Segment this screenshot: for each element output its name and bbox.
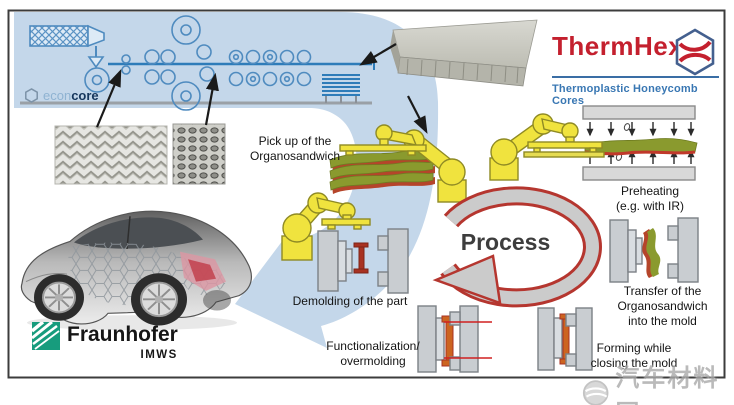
production-line-illustration [20,15,375,111]
label-line: Organosandwich [249,149,341,163]
watermark-globe-icon [582,380,609,405]
label-preheating: Preheating (e.g. with IR) [595,184,705,214]
fraunhofer-logo: Fraunhofer IMWS [32,322,178,361]
fraunhofer-text: Fraunhofer IMWS [67,322,178,361]
core-texture-zigzag-image [54,125,168,185]
mold-forming [537,307,593,371]
panel-stack [322,74,360,103]
thermhex-hexagon-icon [675,28,715,76]
label-pick-up: Pick up of the Organosandwich [225,134,365,164]
thermhex-tagline: Thermoplastic Honeycomb Cores [552,83,698,107]
robot-arm-pickup [339,124,467,203]
process-title: Process [460,229,551,255]
mold-functionalization [417,305,492,373]
label-line: (e.g. with IR) [615,199,684,213]
label-line: Pick up of the [258,134,332,148]
fraunhofer-name: Fraunhofer [67,323,178,346]
mold-demolding [317,228,409,294]
thermhex-wordmark: ThermHex [552,31,684,61]
fraunhofer-logo-icon [32,322,60,350]
label-transfer: Transfer of the Organosandwich into the … [600,284,725,329]
label-line: into the mold [628,314,697,328]
label-functionalization: Functionalization/ overmolding [313,339,433,369]
robot-arm-transfer [489,113,605,181]
label-line: Transfer of the [623,284,702,298]
label-line: Forming while [596,341,672,355]
label-line: Functionalization/ [326,339,420,353]
econcore-logo: econcore [24,88,99,103]
label-demolding: Demolding of the part [280,294,420,309]
label-line: overmolding [340,354,406,368]
honeycomb-panel-image [390,19,538,87]
label-line: closing the mold [590,356,678,370]
process-cycle-arrow [432,186,602,308]
mold-transfer [609,217,699,283]
organosandwich-stack [329,150,435,194]
econcore-hexagon-icon [25,88,38,103]
watermark: 汽车材料网 [582,358,734,405]
label-line: Organosandwich [617,299,708,313]
annotation-arrows [95,43,428,134]
label-line: Demolding of the part [292,294,408,308]
label-forming: Forming while closing the mold [576,341,692,371]
car-rear-wheel [131,273,187,326]
car-illustration [20,210,253,331]
econcore-wordmark: econcore [43,88,99,103]
robot-arm-demolding [281,192,371,261]
econcore-suffix: core [71,88,99,103]
fraunhofer-institute: IMWS [140,349,178,361]
watermark-text: 汽车材料网 [615,365,720,405]
car-front-wheel [34,274,84,321]
diagram-border [7,9,726,379]
roller-pairs [228,49,312,87]
econcore-prefix: econ [43,88,72,103]
label-line: Preheating [620,184,680,198]
core-texture-honeycomb-image [172,123,226,185]
thermhex-separator [552,76,719,78]
